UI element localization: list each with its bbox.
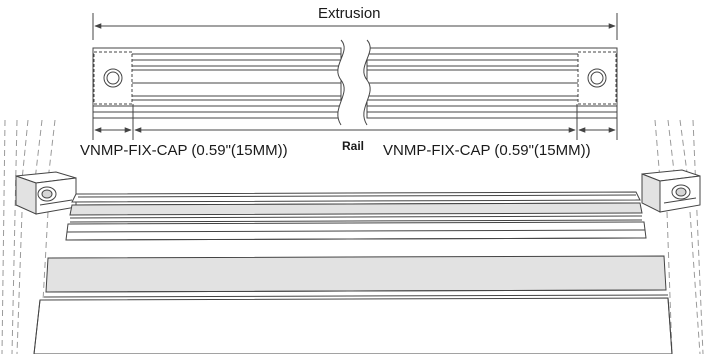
extrusion-end-cap-right bbox=[577, 51, 617, 105]
extrusion-label: Extrusion bbox=[318, 5, 381, 22]
perspective-guides bbox=[1, 119, 704, 355]
iso-end-cap-left bbox=[15, 171, 77, 215]
extrusion-profile bbox=[92, 47, 618, 119]
rail-label: Rail bbox=[342, 139, 365, 153]
cap-rail-dimensions bbox=[92, 104, 618, 140]
break-symbol bbox=[337, 39, 371, 126]
cap-right-label: VNMP-FIX-CAP (0.59"(15MM)) bbox=[383, 142, 591, 159]
extrusion-dimension bbox=[92, 13, 618, 40]
iso-rail bbox=[65, 191, 647, 241]
iso-end-cap-right bbox=[641, 169, 701, 213]
iso-panel bbox=[33, 255, 673, 355]
cap-left-label: VNMP-FIX-CAP (0.59"(15MM)) bbox=[80, 142, 288, 159]
extrusion-end-cap-left bbox=[93, 51, 133, 105]
